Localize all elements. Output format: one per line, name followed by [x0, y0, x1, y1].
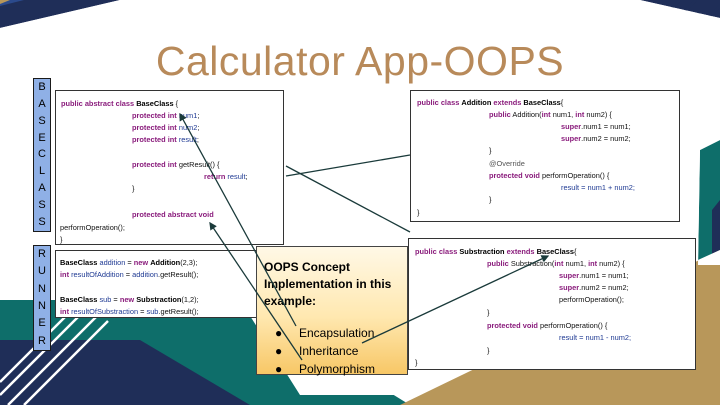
code-line: super.num1 = num1; — [561, 122, 631, 131]
code-line: int resultOfAddition = addition.getResul… — [60, 270, 199, 279]
code-line: protected abstract void — [132, 210, 214, 219]
label-letter: E — [38, 131, 46, 144]
code-line: return result; — [204, 172, 248, 181]
runner-code-box: BaseClass addition = new Addition(2,3); … — [55, 250, 257, 318]
code-line: } — [487, 308, 490, 317]
bullet-icon: ● — [275, 344, 283, 358]
bullet-icon: ● — [275, 362, 283, 376]
label-letter: E — [38, 317, 46, 330]
label-letter: S — [38, 199, 46, 212]
label-letter: R — [38, 334, 46, 347]
label-baseclass: B A S E C L A S S — [33, 78, 51, 232]
oops-concept-box: OOPS Concept Implementation in this exam… — [256, 246, 408, 376]
code-line: public Substraction(int num1, int num2) … — [487, 259, 625, 268]
bg-shape-gold-topleft — [0, 0, 10, 4]
code-line: performOperation(); — [559, 295, 624, 304]
code-line: } — [417, 208, 420, 217]
label-letter: N — [38, 300, 46, 313]
code-line: protected void performOperation() { — [487, 321, 608, 330]
oops-item-inheritance: ●Inheritance — [275, 344, 359, 358]
code-line: protected int num2; — [132, 123, 200, 132]
baseclass-code-box: public abstract class BaseClass { protec… — [55, 90, 284, 245]
code-line: } — [489, 146, 492, 155]
code-line: result = num1 - num2; — [559, 333, 632, 342]
label-letter: S — [38, 215, 46, 228]
bg-stripes-bottomleft — [0, 311, 109, 405]
substraction-code-box: public class Substraction extends BaseCl… — [408, 238, 696, 370]
bullet-icon: ● — [275, 326, 283, 340]
addition-code-box: public class Addition extends BaseClass{… — [410, 90, 680, 222]
label-runner: R U N N E R — [33, 245, 51, 351]
code-line: } — [415, 358, 418, 367]
code-line: protected int result; — [132, 135, 199, 144]
label-letter: A — [38, 97, 46, 110]
label-letter: C — [38, 148, 46, 161]
code-line: public class Substraction extends BaseCl… — [415, 247, 577, 256]
label-letter: L — [38, 165, 46, 178]
label-letter: A — [38, 182, 46, 195]
code-line: } — [489, 195, 492, 204]
bg-shape-navy-bottomleft — [0, 340, 250, 405]
label-letter: U — [38, 265, 46, 278]
code-line: } — [132, 184, 135, 193]
code-line: public abstract class BaseClass { — [61, 99, 179, 108]
slide-title: Calculator App-OOPS — [155, 38, 565, 84]
code-line: BaseClass addition = new Addition(2,3); — [60, 258, 198, 267]
label-letter: N — [38, 282, 46, 295]
code-line: BaseClass sub = new Substraction(1,2); — [60, 295, 199, 304]
code-line: protected int num1; — [132, 111, 200, 120]
label-letter: B — [38, 80, 46, 93]
label-letter: S — [38, 114, 46, 127]
code-line: public class Addition extends BaseClass{ — [417, 98, 564, 107]
code-line: @Override — [489, 159, 525, 168]
code-line: super.num2 = num2; — [561, 134, 631, 143]
code-line: public Addition(int num1, int num2) { — [489, 110, 612, 119]
code-line: } — [487, 346, 490, 355]
code-line: int resultOfSubstraction = sub.getResult… — [60, 307, 199, 316]
oops-item-polymorphism: ●Polymorphism — [275, 362, 376, 376]
code-line: super.num2 = num2; — [559, 283, 629, 292]
label-letter: R — [38, 248, 46, 261]
oops-item-encapsulation: ●Encapsulation — [275, 326, 375, 340]
code-line: protected void performOperation() { — [489, 171, 610, 180]
oops-heading: OOPS Concept Implementation in this exam… — [264, 260, 392, 308]
code-line: protected int getResult() { — [132, 160, 220, 169]
code-line: } — [60, 235, 63, 244]
code-line: result = num1 + num2; — [561, 183, 635, 192]
code-line: super.num1 = num1; — [559, 271, 629, 280]
code-line: performOperation(); — [60, 223, 125, 232]
